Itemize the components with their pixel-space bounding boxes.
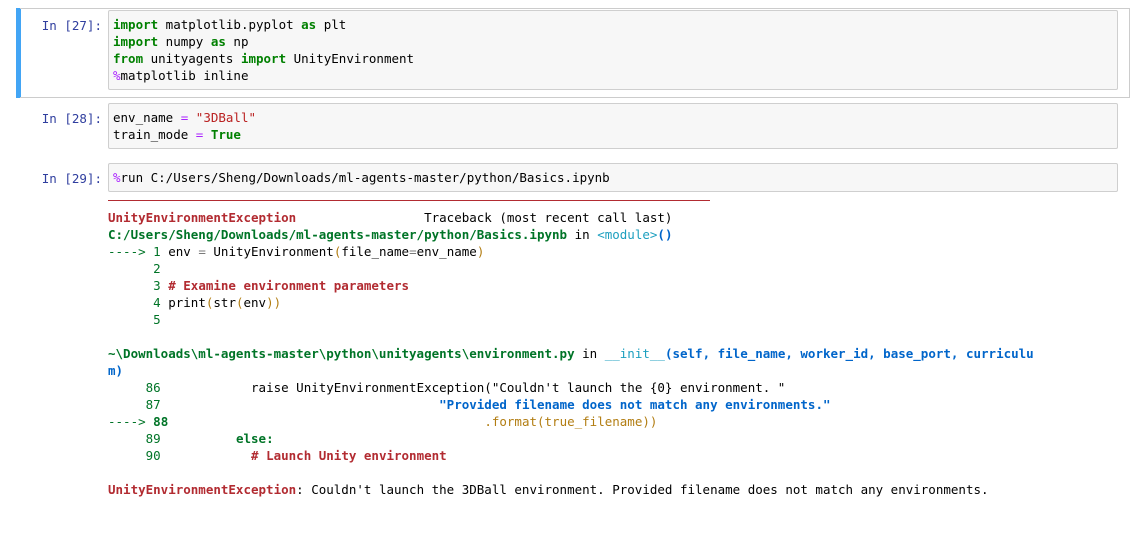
cell-prompt: In [28]: [41, 111, 102, 126]
cell-prompt: In [27]: [41, 18, 102, 33]
traceback-line: 5 [153, 312, 161, 327]
traceback-header: UnityEnvironmentException Traceback (mos… [108, 210, 673, 225]
traceback-line: ----> 1 env = UnityEnvironment(file_name… [108, 244, 485, 259]
cell-prompt: In [29]: [41, 171, 102, 186]
cell-input[interactable]: %run C:/Users/Sheng/Downloads/ml-agents-… [108, 163, 1118, 192]
traceback-file-1: C:/Users/Sheng/Downloads/ml-agents-maste… [108, 227, 673, 242]
selected-cell-indicator [16, 8, 21, 98]
selected-cell-frame [20, 8, 1130, 98]
traceback-final-message: UnityEnvironmentException: Couldn't laun… [108, 482, 989, 497]
traceback-line: 4 print(str(env)) [153, 295, 282, 310]
traceback-file-2: ~\Downloads\ml-agents-master\python\unit… [108, 346, 1034, 361]
traceback-line: 86 raise UnityEnvironmentException("Coul… [145, 380, 786, 395]
traceback-line: 87 "Provided filename does not match any… [145, 397, 831, 412]
code-line: import numpy as np [113, 34, 249, 49]
code-line: %matplotlib inline [113, 68, 249, 83]
traceback-line: ----> 88 .format(true_filename)) [108, 414, 658, 429]
code-line: %run C:/Users/Sheng/Downloads/ml-agents-… [113, 170, 610, 185]
code-line: env_name = "3DBall" [113, 110, 257, 125]
traceback-file-2-wrap: m) [108, 363, 124, 378]
cell-input[interactable]: env_name = "3DBall" train_mode = True [108, 103, 1118, 149]
code-line: from unityagents import UnityEnvironment [113, 51, 415, 66]
traceback-line: 2 [153, 261, 161, 276]
traceback-line: 90 # Launch Unity environment [145, 448, 447, 463]
traceback-line: 3 # Examine environment parameters [153, 278, 410, 293]
traceback-separator [108, 200, 710, 201]
code-line: train_mode = True [113, 127, 241, 142]
traceback-line: 89 else: [145, 431, 274, 446]
cell-input[interactable]: import matplotlib.pyplot as plt import n… [108, 10, 1118, 90]
cell-output-traceback: UnityEnvironmentException Traceback (mos… [108, 200, 1098, 498]
code-line: import matplotlib.pyplot as plt [113, 17, 347, 32]
